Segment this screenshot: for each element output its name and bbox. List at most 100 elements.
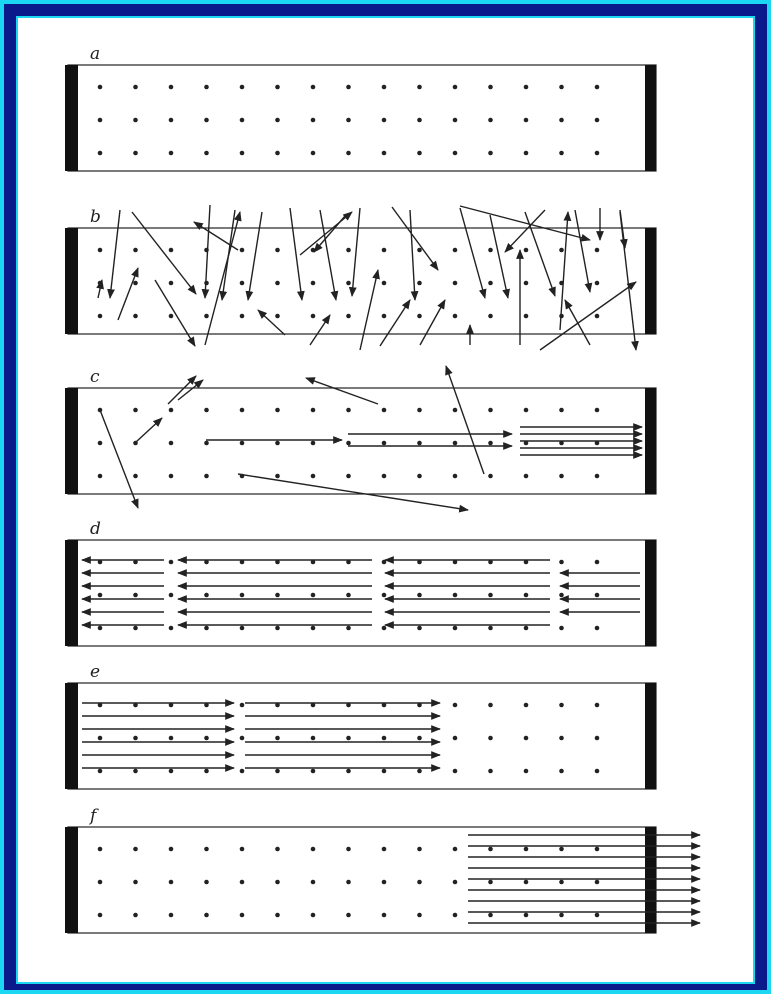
lattice-atom	[275, 626, 280, 631]
lattice-atom	[133, 408, 138, 413]
crystal-box	[68, 65, 656, 171]
lattice-atom	[559, 593, 564, 598]
lattice-atom	[133, 85, 138, 90]
lattice-atom	[417, 626, 422, 631]
lattice-atom	[346, 248, 351, 253]
lattice-atom	[488, 736, 493, 741]
lattice-atom	[453, 703, 458, 708]
lattice-atom	[417, 736, 422, 741]
lattice-atom	[311, 85, 316, 90]
lattice-atom	[453, 474, 458, 479]
lattice-atom	[524, 593, 529, 598]
random-velocity-arrow	[258, 310, 285, 335]
random-velocity-arrow	[248, 212, 262, 300]
lattice-atom	[98, 847, 103, 852]
lattice-atom	[524, 626, 529, 631]
lattice-atom	[275, 769, 280, 774]
lattice-atom	[595, 626, 600, 631]
lattice-atom	[311, 593, 316, 598]
lattice-atom	[595, 85, 600, 90]
lattice-atom	[417, 151, 422, 156]
random-velocity-arrow	[132, 212, 196, 294]
lattice-atom	[488, 151, 493, 156]
lattice-atom	[488, 314, 493, 319]
lattice-atom	[311, 769, 316, 774]
lattice-atom	[595, 474, 600, 479]
lattice-atom	[311, 408, 316, 413]
lattice-atom	[98, 880, 103, 885]
lattice-atom	[417, 474, 422, 479]
lattice-atom	[488, 281, 493, 286]
lattice-atom	[311, 118, 316, 123]
crystal-box	[68, 827, 656, 933]
lattice-atom	[453, 151, 458, 156]
lattice-atom	[98, 736, 103, 741]
lattice-atom	[169, 769, 174, 774]
lattice-atom	[311, 474, 316, 479]
lattice-atom	[169, 248, 174, 253]
lattice-atom	[240, 151, 245, 156]
lattice-atom	[559, 736, 564, 741]
lattice-atom	[275, 85, 280, 90]
lattice-atom	[488, 913, 493, 918]
random-velocity-arrow	[310, 315, 330, 345]
right-electrode	[645, 683, 656, 789]
lattice-atom	[204, 769, 209, 774]
lattice-atom	[346, 408, 351, 413]
lattice-atom	[133, 248, 138, 253]
lattice-atom	[595, 913, 600, 918]
lattice-atom	[240, 703, 245, 708]
random-velocity-arrow	[565, 300, 590, 345]
lattice-atom	[524, 408, 529, 413]
lattice-atom	[169, 118, 174, 123]
lattice-atom	[559, 913, 564, 918]
lattice-atom	[133, 913, 138, 918]
lattice-atom	[453, 736, 458, 741]
lattice-atom	[240, 408, 245, 413]
lattice-atom	[382, 408, 387, 413]
lattice-atom	[98, 441, 103, 446]
lattice-atom	[382, 314, 387, 319]
right-electrode	[645, 228, 656, 334]
lattice-atom	[524, 85, 529, 90]
lattice-atom	[240, 913, 245, 918]
lattice-atom	[346, 474, 351, 479]
lattice-atom	[275, 847, 280, 852]
lattice-atom	[240, 847, 245, 852]
lattice-atom	[169, 85, 174, 90]
lattice-atom	[275, 441, 280, 446]
lattice-atom	[595, 281, 600, 286]
lattice-atom	[275, 913, 280, 918]
lattice-atom	[133, 880, 138, 885]
lattice-atom	[382, 736, 387, 741]
lattice-atom	[169, 441, 174, 446]
random-velocity-arrow	[360, 270, 378, 350]
lattice-atom	[524, 736, 529, 741]
lattice-atom	[311, 281, 316, 286]
recoil-arrow	[238, 474, 468, 510]
lattice-atom	[98, 769, 103, 774]
lattice-atom	[169, 408, 174, 413]
cascade-arrow	[168, 376, 196, 404]
lattice-atom	[488, 769, 493, 774]
lattice-atom	[417, 769, 422, 774]
lattice-atom	[524, 703, 529, 708]
lattice-atom	[275, 408, 280, 413]
left-electrode	[65, 228, 78, 334]
lattice-atom	[382, 441, 387, 446]
random-velocity-arrow	[540, 282, 636, 350]
lattice-atom	[559, 880, 564, 885]
random-velocity-arrow	[410, 210, 415, 300]
lattice-atom	[133, 281, 138, 286]
lattice-atom	[240, 281, 245, 286]
lattice-atom	[453, 769, 458, 774]
lattice-atom	[346, 769, 351, 774]
lattice-atom	[595, 703, 600, 708]
lattice-atom	[275, 248, 280, 253]
left-electrode	[65, 388, 78, 494]
lattice-atom	[453, 913, 458, 918]
lattice-atom	[133, 847, 138, 852]
right-electrode	[645, 388, 656, 494]
lattice-atom	[559, 151, 564, 156]
lattice-atom	[559, 703, 564, 708]
